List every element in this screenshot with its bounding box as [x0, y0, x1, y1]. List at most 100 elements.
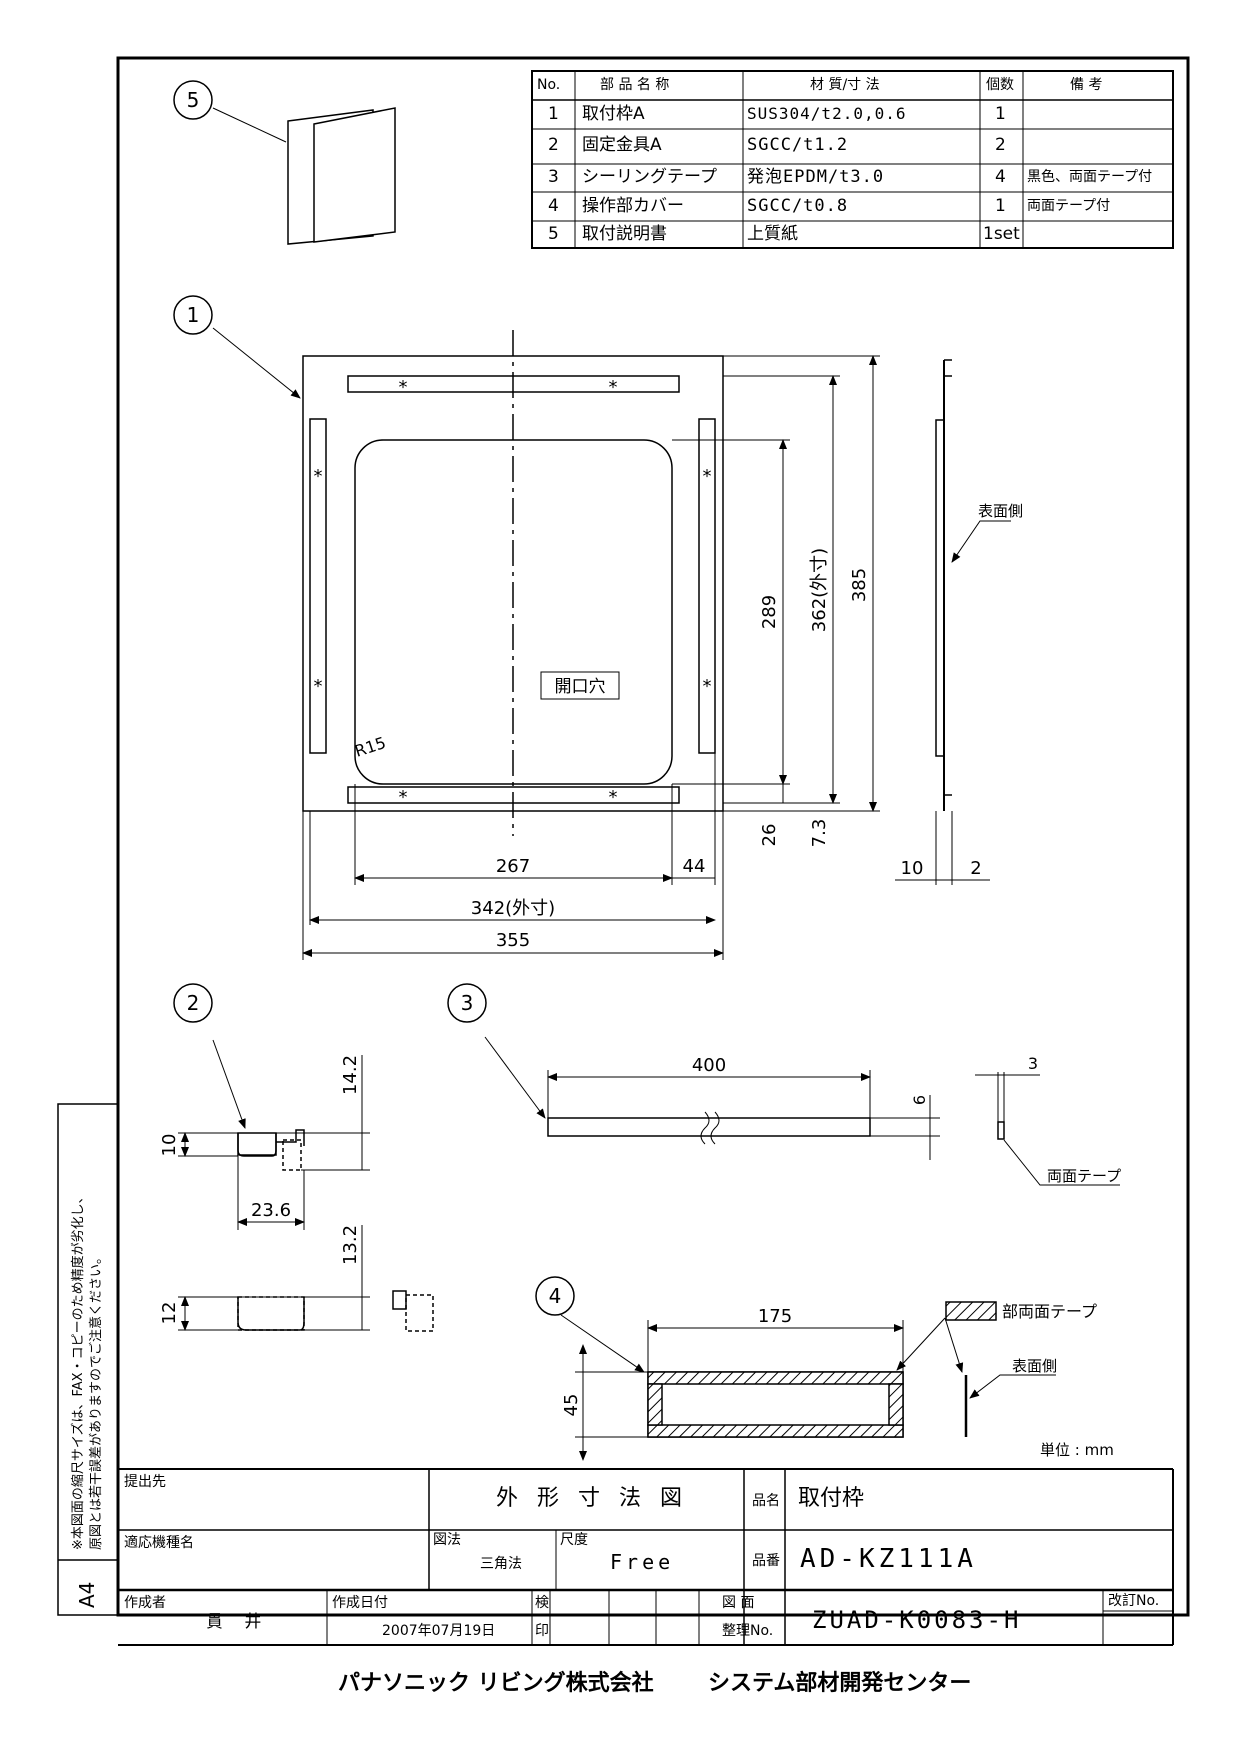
- row-material: 発泡EPDM/t3.0: [747, 167, 885, 187]
- asterisk: *: [703, 466, 712, 487]
- dim-26: 26: [759, 824, 780, 847]
- row-name: 取付説明書: [582, 224, 667, 244]
- asterisk: *: [609, 377, 618, 398]
- dim-342: 342(外寸): [471, 898, 555, 919]
- row-no: 2: [548, 135, 559, 155]
- dim-14-2: 14.2: [340, 1055, 361, 1095]
- callout-number: 4: [549, 1284, 562, 1308]
- header-qty: 個数: [986, 77, 1014, 93]
- callout-circles: [173, 80, 575, 1316]
- callout-number: 3: [461, 991, 474, 1015]
- row-qty: 1set: [983, 224, 1020, 244]
- author-value: 貫 井: [206, 1612, 270, 1632]
- dim-44: 44: [683, 856, 706, 877]
- scale-label: 尺度: [560, 1532, 588, 1548]
- row-no: 4: [548, 196, 559, 216]
- frame-front-view: [212, 327, 1011, 960]
- unit-note: 単位 : mm: [1040, 1441, 1114, 1459]
- dim-267: 267: [496, 856, 530, 877]
- title-block-grid: [118, 1468, 1174, 1646]
- asterisk: *: [314, 676, 323, 697]
- projection-label: 図法: [433, 1532, 461, 1548]
- product-no-label: 品番: [752, 1553, 780, 1569]
- product-name-label: 品名: [752, 1493, 780, 1509]
- opening-label: 開口穴: [555, 677, 606, 697]
- dim-175: 175: [758, 1306, 792, 1327]
- date-label: 作成日付: [332, 1595, 388, 1611]
- row-no: 5: [548, 224, 559, 244]
- dim-355: 355: [496, 930, 530, 951]
- tape-legend-label: 部両面テープ: [1002, 1302, 1097, 1321]
- row-name: 取付枠A: [582, 104, 645, 124]
- dim-3: 3: [1028, 1054, 1038, 1073]
- row-qty: 1: [995, 196, 1006, 216]
- surface-side-label-1: 表面側: [978, 502, 1023, 520]
- dimension-labels: 5 1 2 3 4 289 362(外寸) 385 26 7.3 267 44 …: [159, 88, 1038, 1416]
- asterisk: *: [399, 377, 408, 398]
- sealing-tape-drawing: [484, 1036, 1120, 1186]
- svg-text:A4: A4: [75, 1582, 99, 1608]
- row-qty: 2: [995, 135, 1006, 155]
- svg-text:原図とは若干誤差がありますのでご注意ください。: 原図とは若干誤差がありますのでご注意ください。: [88, 1251, 104, 1550]
- row-qty: 1: [995, 104, 1006, 124]
- dim-10: 10: [901, 858, 924, 879]
- cover-drawing: [560, 1301, 1056, 1461]
- asterisk-marks: * * * * * * * *: [314, 377, 712, 808]
- asterisk: *: [314, 466, 323, 487]
- drawing-title: 外 形 寸 法 図: [496, 1486, 688, 1511]
- side-note: ※本図面の縮尺サイズは、FAX・コピーのため精度が劣化し、 原図とは若干誤差があ…: [70, 1190, 104, 1608]
- dim-12: 12: [159, 1302, 180, 1325]
- header-no: No.: [537, 77, 561, 93]
- row-no: 1: [548, 104, 559, 124]
- radius-r15: R15: [352, 733, 388, 761]
- row-remarks: 黒色、両面テープ付: [1027, 169, 1153, 185]
- dim-13-2: 13.2: [340, 1225, 361, 1265]
- company-name: パナソニック リビング株式会社: [338, 1671, 654, 1696]
- dim-23-6: 23.6: [251, 1200, 291, 1221]
- surface-side-label-2: 表面側: [1012, 1357, 1057, 1375]
- model-label: 適応機種名: [124, 1535, 194, 1551]
- dim-2: 2: [970, 858, 981, 879]
- drawing-no-label-2: 整理No.: [722, 1623, 774, 1639]
- row-remarks: 両面テープ付: [1027, 198, 1111, 214]
- scale-value: Free: [610, 1550, 675, 1574]
- asterisk: *: [609, 787, 618, 808]
- author-label: 作成者: [124, 1595, 166, 1611]
- dim-6: 6: [910, 1095, 929, 1105]
- side-note-box: [57, 1103, 119, 1616]
- row-name: 操作部カバー: [582, 196, 684, 216]
- recipient-label: 提出先: [124, 1474, 166, 1490]
- drawing-labels: 開口穴 表面側 両面テープ 部両面テープ 表面側 単位 : mm: [540, 502, 1121, 1459]
- parts-table-grid: [531, 70, 1174, 249]
- double-tape-label: 両面テープ: [1047, 1167, 1121, 1185]
- product-name: 取付枠: [798, 1486, 865, 1511]
- instruction-sheet-drawing: [212, 107, 396, 245]
- row-material: SUS304/t2.0,0.6: [747, 104, 907, 123]
- asterisk: *: [399, 787, 408, 808]
- drawing-frame: [116, 56, 1190, 1617]
- stamp-label: 印: [535, 1623, 549, 1639]
- svg-text:※本図面の縮尺サイズは、FAX・コピーのため精度が劣化し、: ※本図面の縮尺サイズは、FAX・コピーのため精度が劣化し、: [70, 1190, 86, 1550]
- product-no: AD-KZ111A: [800, 1544, 977, 1574]
- dim-45: 45: [561, 1394, 582, 1417]
- revision-label: 改訂No.: [1108, 1593, 1160, 1609]
- callout-number: 1: [187, 303, 200, 327]
- dim-400: 400: [692, 1055, 726, 1076]
- asterisk: *: [703, 676, 712, 697]
- row-no: 3: [548, 167, 559, 187]
- row-material: 上質紙: [747, 224, 798, 244]
- dim-7-3: 7.3: [809, 819, 830, 848]
- row-material: SGCC/t1.2: [747, 135, 849, 155]
- date-value: 2007年07月19日: [382, 1623, 496, 1639]
- dim-362: 362(外寸): [809, 548, 830, 632]
- header-material: 材 質/寸 法: [810, 77, 880, 93]
- drawing-no-label: 図 面: [722, 1595, 755, 1611]
- bracket-drawing: [178, 1039, 434, 1332]
- drawing-no: ZUAD-K0083-H: [812, 1606, 1022, 1634]
- callout-number: 5: [187, 88, 200, 112]
- row-name: 固定金具A: [582, 135, 662, 155]
- department-name: システム部材開発センター: [708, 1671, 972, 1696]
- row-name: シーリングテープ: [582, 167, 717, 187]
- check-label: 検: [535, 1595, 549, 1611]
